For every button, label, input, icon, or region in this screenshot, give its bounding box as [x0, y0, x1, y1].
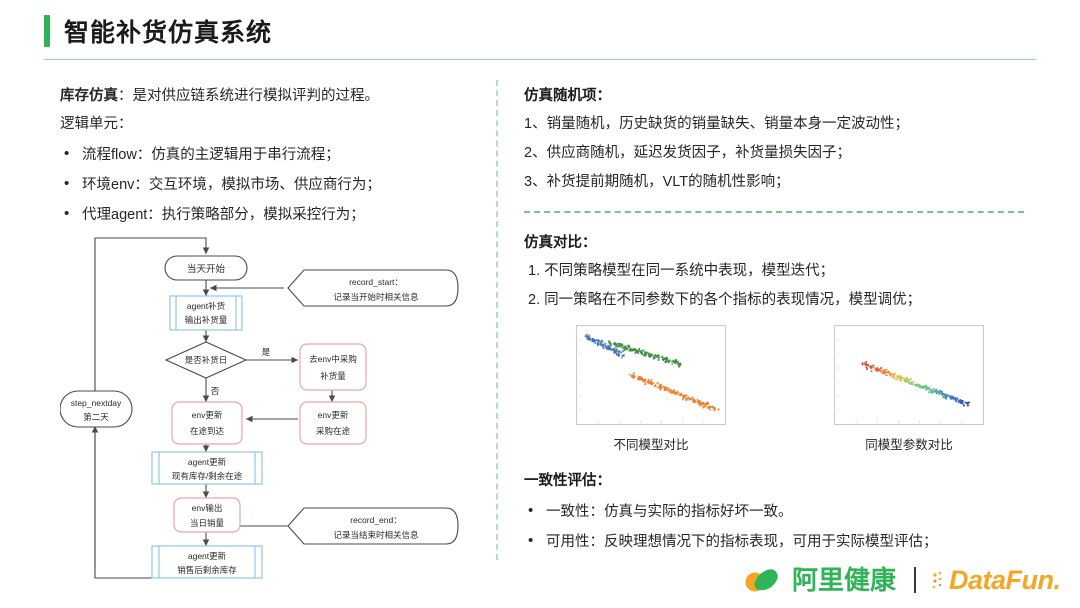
random-items-heading: 仿真随机项：: [524, 88, 611, 104]
footer-logos: 阿里健康 DataFun.: [744, 560, 1061, 600]
list-item: 一致性：仿真与实际的指标好坏一致。: [524, 496, 1036, 527]
flow-node-agent-replenish: agent补货 输出补货量: [169, 295, 243, 331]
env-output-line2: 当日销量: [190, 518, 225, 528]
column-divider: [496, 80, 498, 560]
logic-unit-list: 流程flow：仿真的主逻辑用于串行流程； 环境env：交互环境，模拟市场、供应商…: [60, 139, 480, 230]
list-item: 1. 不同策略模型在同一系统中表现，模型迭代；: [528, 263, 835, 279]
inventory-sim-label: 库存仿真: [60, 88, 118, 104]
list-item: 可用性：反映理想情况下的指标表现，可用于实际模型评估；: [524, 526, 1036, 557]
record-end-line2: 记录当结束时相关信息: [333, 530, 419, 540]
scatter-plot-group: 不同模型对比 同模型参数对比: [524, 325, 1036, 453]
agent-after-sale-line2: 销售后剩余库存: [177, 565, 237, 575]
flow-node-agent-update-stock: agent更新 现有库存/剩余在途: [151, 451, 263, 485]
flow-node-env-update-arrive: env更新 在途到达: [171, 401, 243, 445]
left-column: 库存仿真：是对供应链系统进行模拟评判的过程。 逻辑单元： 流程flow：仿真的主…: [60, 82, 480, 230]
list-item: 流程flow：仿真的主逻辑用于串行流程；: [60, 139, 480, 170]
flow-node-env-output: env输出 当日销量: [173, 497, 241, 533]
env-intransit-line1: env更新: [318, 410, 349, 420]
title-accent-bar: [44, 15, 50, 47]
env-output-line1: env输出: [192, 503, 223, 513]
record-start-line2: 记录当开始时相关信息: [333, 292, 419, 302]
consistency-list: 一致性：仿真与实际的指标好坏一致。 可用性：反映理想情况下的指标表现，可用于实际…: [524, 496, 1036, 557]
consistency-heading: 一致性评估：: [524, 473, 611, 489]
list-item: 2. 同一策略在不同参数下的各个指标的表现情况，模型调优；: [528, 292, 922, 308]
scatter-plot-params-canvas: [834, 325, 984, 425]
alihealth-logo-text: 阿里健康: [792, 565, 897, 595]
page-header: 智能补货仿真系统: [44, 13, 272, 49]
scatter-plot-models-caption: 不同模型对比: [613, 438, 689, 452]
flow-node-next-day: step_nextday 第二天: [60, 390, 133, 428]
env-purchase-line1: 去env中采购: [309, 354, 357, 364]
record-end-line1: record_end：: [350, 515, 402, 525]
flow-node-record-start: record_start： 记录当开始时相关信息: [287, 269, 459, 307]
simulation-flowchart: 当天开始 record_start： 记录当开始时相关信息 agent补货 输出…: [60, 226, 472, 588]
record-start-line1: record_start：: [349, 277, 403, 287]
header-divider: [44, 59, 1036, 60]
logic-unit-heading: 逻辑单元：: [60, 116, 133, 132]
agent-replenish-line1: agent补货: [187, 301, 226, 311]
flow-node-decision: 是否补货日: [164, 341, 248, 379]
scatter-plot-params: 同模型参数对比: [834, 325, 984, 453]
list-item: 环境env：交互环境，模拟市场、供应商行为；: [60, 169, 480, 200]
scatter-plot-params-caption: 同模型参数对比: [865, 438, 953, 452]
datafun-dots-icon: [932, 570, 948, 590]
flow-node-start: 当天开始: [164, 255, 248, 281]
flow-node-start-label: 当天开始: [187, 263, 226, 275]
next-day-line2: 第二天: [83, 412, 109, 422]
agent-replenish-line2: 输出补货量: [185, 315, 228, 325]
right-column: 仿真随机项： 1、销量随机，历史缺货的销量缺失、销量本身一定波动性； 2、供应商…: [524, 82, 1036, 557]
env-intransit-line2: 采购在途: [316, 426, 351, 436]
agent-stock-line1: agent更新: [188, 457, 227, 467]
flow-node-agent-update-after-sale: agent更新 销售后剩余库存: [151, 545, 263, 579]
list-item: 3、补货提前期随机，VLT的随机性影响；: [524, 174, 790, 190]
page-title: 智能补货仿真系统: [64, 19, 273, 47]
agent-after-sale-line1: agent更新: [188, 551, 227, 561]
next-day-line1: step_nextday: [71, 398, 122, 408]
logo-separator: [914, 567, 917, 593]
comparison-list: 1. 不同策略模型在同一系统中表现，模型迭代； 2. 同一策略在不同参数下的各个…: [524, 257, 1036, 315]
inventory-sim-definition: 库存仿真：是对供应链系统进行模拟评判的过程。: [60, 82, 480, 110]
scatter-plot-models: 不同模型对比: [576, 325, 726, 453]
list-item: 1、销量随机，历史缺货的销量缺失、销量本身一定波动性；: [524, 116, 910, 132]
decision-label: 是否补货日: [185, 355, 228, 365]
env-arrive-line1: env更新: [192, 410, 223, 420]
section-divider: [524, 211, 1024, 213]
agent-stock-line2: 现有库存/剩余在途: [172, 471, 243, 481]
comparison-heading: 仿真对比：: [524, 235, 597, 251]
env-purchase-line2: 补货量: [320, 371, 346, 381]
inventory-sim-body: ：是对供应链系统进行模拟评判的过程。: [118, 88, 379, 104]
alihealth-logo-icon: [744, 567, 786, 593]
branch-no-label: 否: [211, 386, 220, 396]
flow-node-env-update-intransit: env更新 采购在途: [299, 401, 367, 445]
list-item: 2、供应商随机，延迟发货因子，补货量损失因子；: [524, 145, 852, 161]
flow-node-record-end: record_end： 记录当结束时相关信息: [287, 507, 459, 545]
env-arrive-line2: 在途到达: [190, 426, 225, 436]
datafun-logo-text: DataFun.: [949, 565, 1061, 595]
list-item: 代理agent：执行策略部分，模拟采控行为；: [60, 199, 480, 230]
flow-node-env-purchase: 去env中采购 补货量: [299, 343, 367, 391]
scatter-plot-models-canvas: [576, 325, 726, 425]
branch-yes-label: 是: [262, 347, 271, 357]
random-items-list: 1、销量随机，历史缺货的销量缺失、销量本身一定波动性； 2、供应商随机，延迟发货…: [524, 110, 1036, 197]
